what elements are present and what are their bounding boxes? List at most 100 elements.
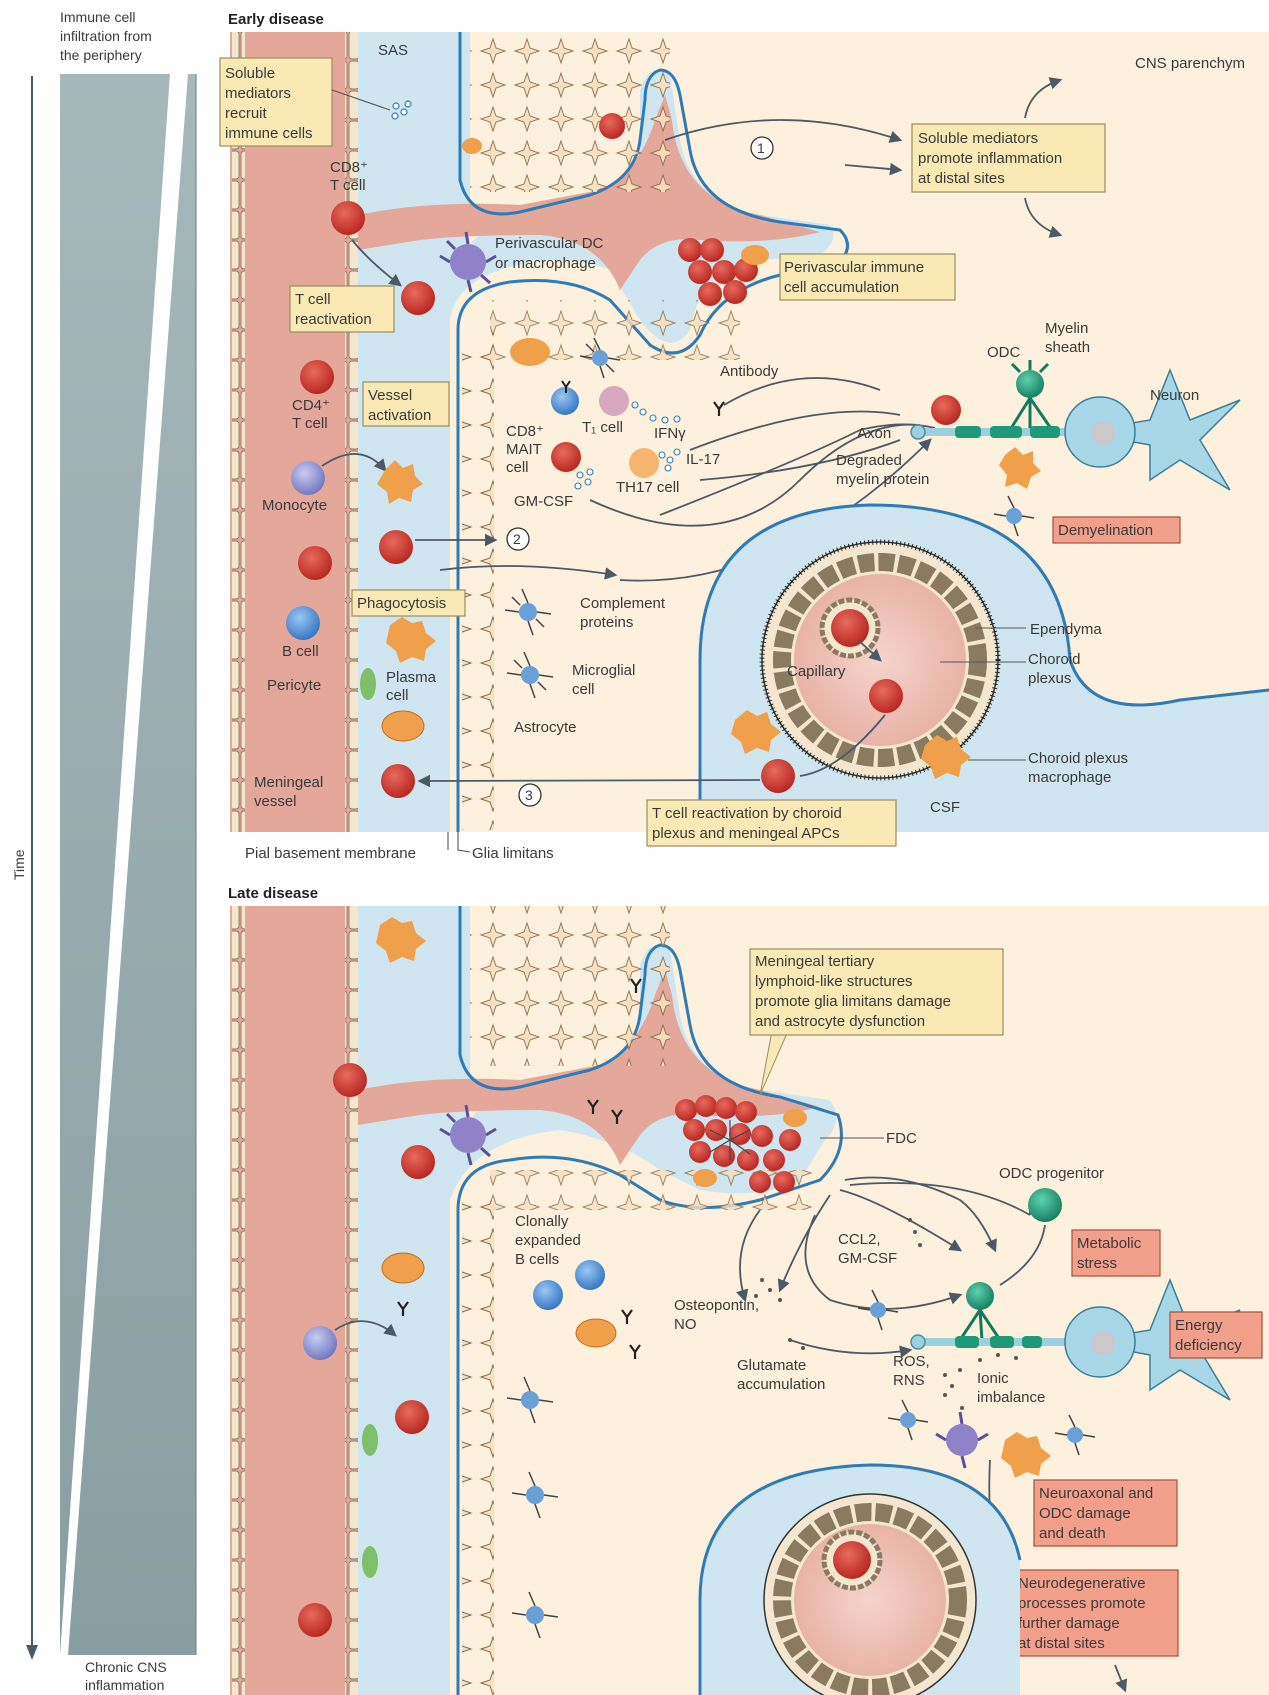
svg-text:T cell reactivation by choroid: T cell reactivation by choroid [652, 805, 842, 822]
clonal-b-cell-1-icon [575, 1260, 605, 1290]
vessel-endothelium-left [232, 32, 245, 832]
late-plasma-2-icon [576, 1319, 616, 1347]
monocyte-label: Monocyte [262, 497, 327, 514]
reactivated-t-cell-icon [401, 281, 435, 315]
sas-t-cell-icon [599, 113, 625, 139]
pericyte-icon [360, 668, 376, 700]
svg-text:further damage: further damage [1018, 1615, 1120, 1632]
b-cell-icon [286, 606, 320, 640]
fdc-label: FDC [886, 1130, 917, 1147]
svg-text:plexus and meningeal APCs: plexus and meningeal APCs [652, 825, 840, 842]
svg-text:recruit: recruit [225, 105, 268, 122]
late-t-cell-2-icon [401, 1145, 435, 1179]
csf-t-cell-icon [761, 759, 795, 793]
svg-text:Soluble mediators: Soluble mediators [918, 130, 1038, 147]
gm-csf-label: GM-CSF [514, 493, 573, 510]
astrocyte-column [462, 330, 494, 830]
plasma-label-1: Plasma [386, 669, 437, 686]
svg-text:Neuroaxonal and: Neuroaxonal and [1039, 1485, 1153, 1502]
ifng-label: IFNγ [654, 425, 686, 442]
degraded-myelin-label-2: myelin protein [836, 471, 929, 488]
cd4-t-cell-icon [300, 360, 334, 394]
complement-label-1: Complement [580, 595, 666, 612]
choroid-reactivation-box: T cell reactivation by choroid plexus an… [647, 800, 896, 846]
plasma-cell-icon [382, 711, 424, 741]
svg-text:promote glia limitans damage: promote glia limitans damage [755, 993, 951, 1010]
vessel-t-cell-icon [298, 546, 332, 580]
pial-bm-label: Pial basement membrane [245, 845, 416, 862]
metabolic-stress-box: Metabolic stress [1072, 1230, 1160, 1276]
soluble-distal-box: Soluble mediators promote inflammation a… [912, 124, 1105, 192]
ros-label-2: RNS [893, 1372, 925, 1389]
svg-text:Neurodegenerative: Neurodegenerative [1018, 1575, 1146, 1592]
svg-text:Meningeal tertiary: Meningeal tertiary [755, 953, 875, 970]
cd8-mait-label-3: cell [506, 459, 529, 476]
ependyma-label: Ependyma [1030, 621, 1102, 638]
th1-cell-icon [599, 386, 629, 416]
late-t-cell-3-icon [395, 1400, 429, 1434]
axon-label: Axon [857, 425, 891, 442]
astrocyte-field-top [470, 32, 670, 192]
il17-label: IL-17 [686, 451, 720, 468]
time-label: Time [11, 849, 27, 880]
complement-label-2: proteins [580, 614, 633, 631]
perivascular-accumulation-box: Perivascular immune cell accumulation [780, 254, 955, 300]
chronic-label-line1: Chronic CNS [85, 1659, 167, 1675]
svg-text:stress: stress [1077, 1255, 1117, 1272]
glutamate-label-1: Glutamate [737, 1357, 806, 1374]
late-disease-panel: Late disease Meningeal tertiary lym [228, 885, 1269, 1695]
svg-text:and death: and death [1039, 1525, 1106, 1542]
clonal-b-label-3: B cells [515, 1251, 559, 1268]
microglial-label-2: cell [572, 681, 595, 698]
svg-text:Perivascular immune: Perivascular immune [784, 259, 924, 276]
cd8-tcell-label-2: T cell [330, 177, 366, 194]
late-t-cell-1-icon [333, 1063, 367, 1097]
late-monocyte-icon [303, 1326, 337, 1360]
meningeal-vessel-label-1: Meningeal [254, 774, 323, 791]
energy-deficiency-box: Energy deficiency [1170, 1312, 1262, 1358]
late-astrocyte-row [490, 1170, 820, 1210]
odc-progenitor-label: ODC progenitor [999, 1165, 1104, 1182]
svg-text:lymphoid-like structures: lymphoid-like structures [755, 973, 913, 990]
antibody-label: Antibody [720, 363, 779, 380]
svg-text:processes promote: processes promote [1018, 1595, 1146, 1612]
chronic-label-line2: inflammation [85, 1677, 164, 1693]
odc-progenitor-icon [1028, 1188, 1062, 1222]
odc-label: ODC [987, 344, 1021, 361]
plasma-label-2: cell [386, 687, 409, 704]
choroid-macrophage-label-1: Choroid plexus [1028, 750, 1128, 767]
late-meningeal-vessel [230, 906, 358, 1695]
monocyte-icon [291, 461, 325, 495]
meningeal-vessel-label-2: vessel [254, 793, 297, 810]
tertiary-lymphoid-box: Meningeal tertiary lymphoid-like structu… [750, 949, 1003, 1035]
late-disease-title: Late disease [228, 885, 318, 902]
perivascular-dc-label-1: Perivascular DC [495, 235, 604, 252]
infiltration-label-line1: Immune cell [60, 9, 135, 25]
svg-text:ODC damage: ODC damage [1039, 1505, 1131, 1522]
step2-t-cell-icon [379, 530, 413, 564]
late-pericyte-1-icon [362, 1424, 378, 1456]
step-1-label: 1 [757, 140, 765, 156]
step-3-label: 3 [525, 787, 533, 803]
pericyte-label: Pericyte [267, 677, 321, 694]
clonal-b-cell-2-icon [533, 1280, 563, 1310]
svg-text:T cell: T cell [295, 291, 331, 308]
th17-cell-icon [629, 448, 659, 478]
glutamate-label-2: accumulation [737, 1376, 825, 1393]
clonal-b-label-2: expanded [515, 1232, 581, 1249]
neuron-label: Neuron [1150, 387, 1199, 404]
svg-text:Energy: Energy [1175, 1317, 1223, 1334]
th17-label: TH17 cell [616, 479, 679, 496]
choroid-macrophage-label-2: macrophage [1028, 769, 1111, 786]
svg-text:Soluble: Soluble [225, 65, 275, 82]
osteopontin-label-1: Osteopontin, [674, 1297, 759, 1314]
svg-text:at distal sites: at distal sites [1018, 1635, 1105, 1652]
vessel-activation-box: Vessel activation [363, 382, 449, 426]
vessel-endothelium-right [345, 32, 358, 832]
neuroaxonal-damage-box: Neuroaxonal and ODC damage and death [1034, 1480, 1177, 1546]
demyelination-box: Demyelination [1053, 517, 1180, 543]
tcell-reactivation-box: T cell reactivation [290, 286, 394, 332]
ionic-label-2: imbalance [977, 1389, 1045, 1406]
early-disease-title: Early disease [228, 11, 324, 28]
